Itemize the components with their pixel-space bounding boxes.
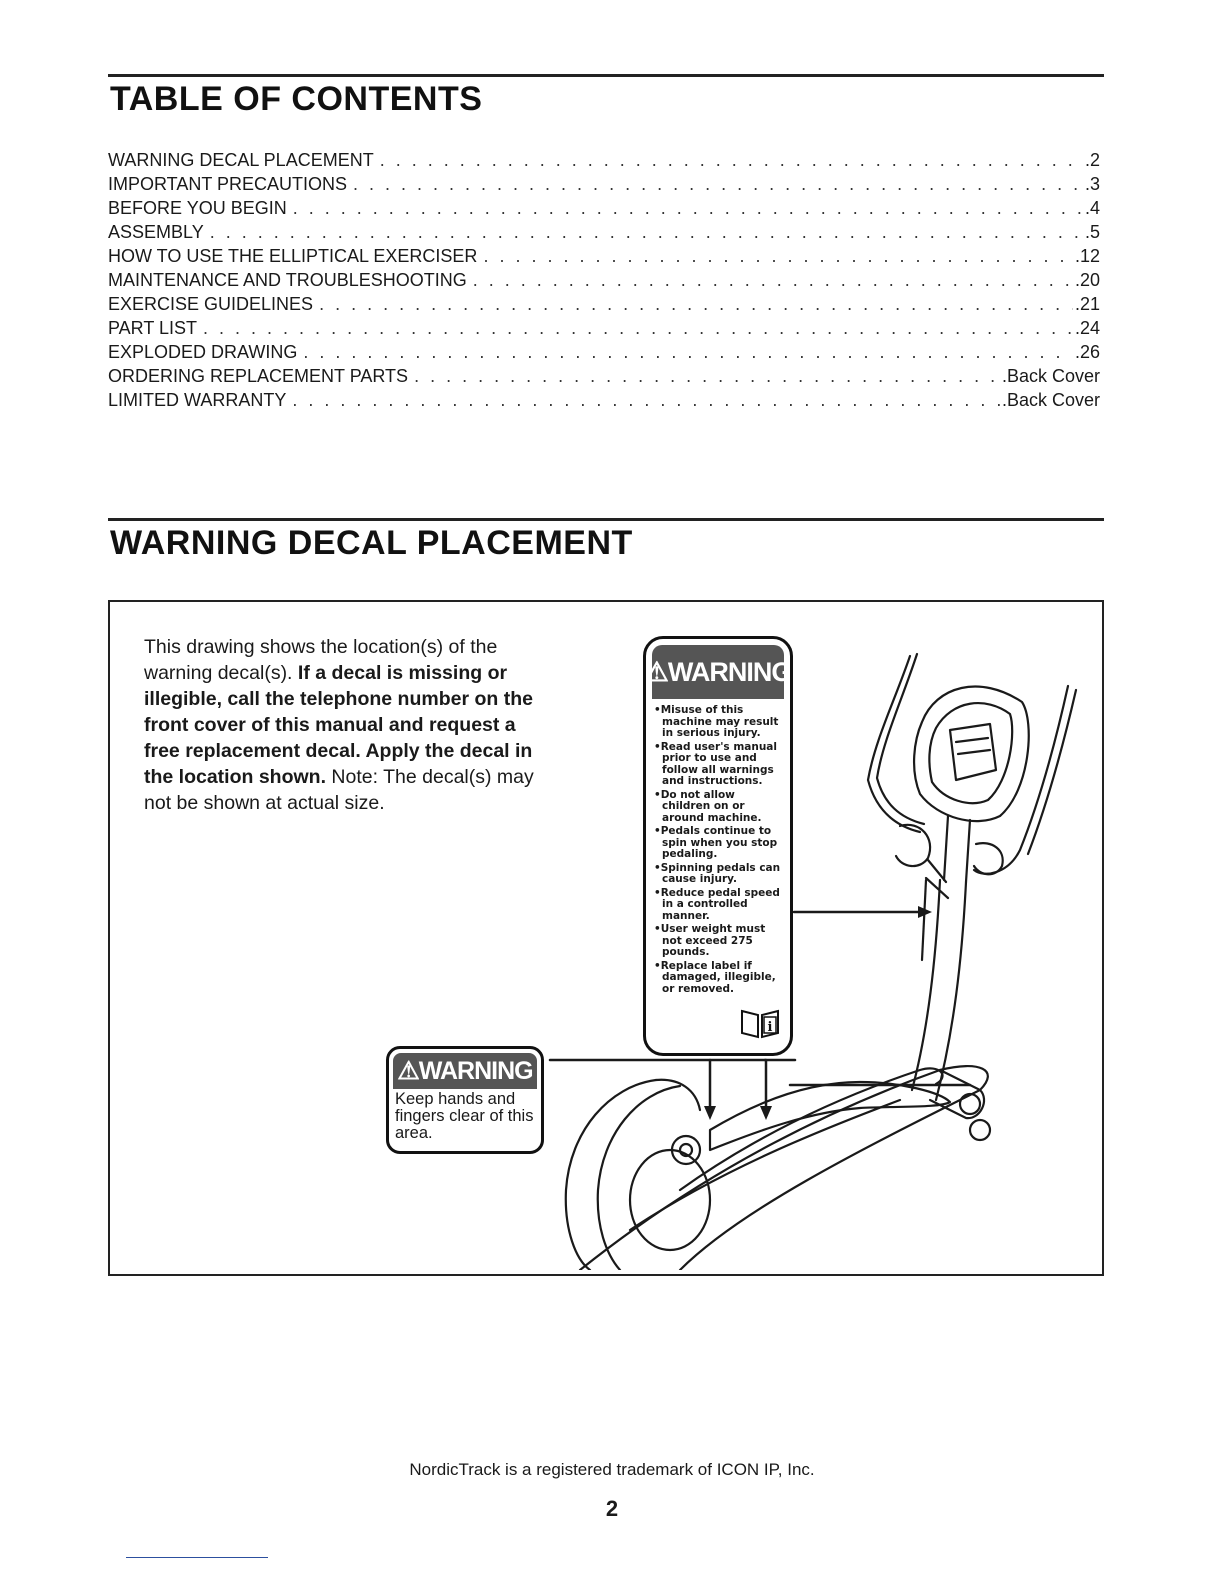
warning-item: Replace label if damaged, illegible, or … (654, 960, 782, 996)
toc-entry-title: PART LIST (108, 318, 198, 338)
manual-info-icon: i (741, 1009, 779, 1039)
toc-entry-page: .24 (1074, 318, 1100, 338)
toc-entry[interactable]: HOW TO USE THE ELLIPTICAL EXERCISER .12 (108, 244, 1100, 268)
dot-leader (414, 364, 1000, 388)
toc-entry-page: .Back Cover (1001, 390, 1100, 410)
warning-top-rule (108, 518, 1104, 521)
warning-decal-small-text: Keep hands and fingers clear of this are… (395, 1090, 534, 1142)
elliptical-drawing (548, 652, 1078, 1270)
toc-entry-page: .5 (1084, 222, 1100, 242)
intro-plain-text: This drawing shows the location(s) of th… (144, 636, 498, 684)
toc-entry[interactable]: IMPORTANT PRECAUTIONS .3 (108, 172, 1100, 196)
warning-item: Reduce pedal speed in a controlled manne… (654, 887, 782, 923)
toc-entry-title: EXERCISE GUIDELINES (108, 294, 314, 314)
warning-item: Read user's manual prior to use and foll… (654, 741, 782, 788)
toc-list: WARNING DECAL PLACEMENT .2 IMPORTANT PREC… (108, 148, 1100, 412)
warning-item: Do not allow children on or around machi… (654, 789, 782, 825)
toc-entry[interactable]: ASSEMBLY .5 (108, 220, 1100, 244)
toc-entry[interactable]: ORDERING REPLACEMENT PARTS .Back Cover (108, 364, 1100, 388)
warning-decal-small-header: ⚠WARNING (393, 1053, 537, 1089)
toc-entry-page: .2 (1084, 150, 1100, 170)
bottom-link-rule (126, 1557, 268, 1558)
toc-entry-title: MAINTENANCE AND TROUBLESHOOTING (108, 270, 467, 290)
dot-leader (303, 340, 1073, 364)
svg-text:i: i (768, 1020, 773, 1035)
dot-leader (319, 292, 1073, 316)
dot-leader (210, 220, 1083, 244)
toc-entry-title: LIMITED WARRANTY (108, 390, 287, 410)
toc-entry-title: IMPORTANT PRECAUTIONS (108, 174, 348, 194)
toc-entry-page: .12 (1074, 246, 1100, 266)
toc-entry-title: EXPLODED DRAWING (108, 342, 298, 362)
intro-note-text: Note: The decal(s) may not be shown at a… (144, 766, 534, 814)
intro-bold-text: If a decal is missing or illegible, call… (144, 662, 533, 788)
trademark-note: NordicTrack is a registered trademark of… (409, 1460, 815, 1479)
toc-entry[interactable]: PART LIST .24 (108, 316, 1100, 340)
toc-entry-title: BEFORE YOU BEGIN (108, 198, 287, 218)
toc-entry[interactable]: WARNING DECAL PLACEMENT .2 (108, 148, 1100, 172)
warning-decal-header: ⚠WARNING (646, 645, 790, 699)
intro-paragraph: This drawing shows the location(s) of th… (144, 634, 554, 816)
toc-entry-page: .26 (1074, 342, 1100, 362)
toc-heading: TABLE OF CONTENTS (110, 80, 483, 118)
dot-leader (203, 316, 1073, 340)
dot-leader (293, 196, 1083, 220)
warning-item: User weight must not exceed 275 pounds. (654, 923, 782, 959)
dot-leader (473, 268, 1073, 292)
warning-decal-large: ⚠WARNING Misuse of this machine may resu… (643, 636, 793, 1056)
toc-entry-page: .20 (1074, 270, 1100, 290)
dot-leader (353, 172, 1083, 196)
toc-entry[interactable]: MAINTENANCE AND TROUBLESHOOTING .20 (108, 268, 1100, 292)
toc-entry-page: .21 (1074, 294, 1100, 314)
toc-entry-title: WARNING DECAL PLACEMENT (108, 150, 374, 170)
dot-leader (380, 148, 1083, 172)
toc-entry-title: ASSEMBLY (108, 222, 204, 242)
warning-heading: WARNING DECAL PLACEMENT (110, 524, 633, 562)
toc-entry[interactable]: EXERCISE GUIDELINES .21 (108, 292, 1100, 316)
toc-entry-title: HOW TO USE THE ELLIPTICAL EXERCISER (108, 246, 478, 266)
toc-entry-page: .4 (1084, 198, 1100, 218)
dot-leader (292, 388, 1000, 412)
toc-entry-page: .Back Cover (1001, 366, 1100, 386)
toc-entry[interactable]: BEFORE YOU BEGIN .4 (108, 196, 1100, 220)
warning-decal-list: Misuse of this machine may result in ser… (646, 704, 790, 996)
warning-item: Misuse of this machine may result in ser… (654, 704, 782, 740)
warning-decal-small: ⚠WARNING Keep hands and fingers clear of… (386, 1046, 544, 1154)
toc-entry[interactable]: LIMITED WARRANTY .Back Cover (108, 388, 1100, 412)
toc-entry-page: .3 (1084, 174, 1100, 194)
decal-placement-panel (108, 600, 1104, 1276)
toc-entry-title: ORDERING REPLACEMENT PARTS (108, 366, 409, 386)
toc-entry[interactable]: EXPLODED DRAWING .26 (108, 340, 1100, 364)
warning-item: Spinning pedals can cause injury. (654, 862, 782, 886)
toc-top-rule (108, 74, 1104, 77)
dot-leader (483, 244, 1073, 268)
page-number: 2 (605, 1496, 619, 1521)
warning-item: Pedals continue to spin when you stop pe… (654, 825, 782, 861)
